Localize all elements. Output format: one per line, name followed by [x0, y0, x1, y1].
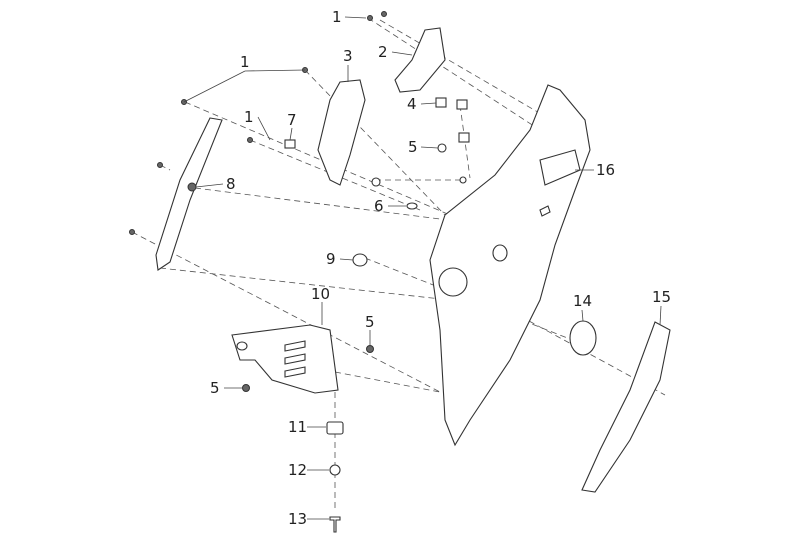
callout-8: 8: [226, 175, 236, 193]
leader-lines: [183, 16, 662, 520]
part-15-side-cover: [581, 321, 671, 493]
callout-7: 7: [287, 111, 297, 129]
part-14-cap: [569, 320, 597, 356]
part-16-lower-cover: [429, 84, 591, 447]
callout-1: 1: [240, 53, 250, 71]
callout-5: 5: [408, 138, 418, 156]
part-3-bracket: [317, 79, 366, 186]
part-8-side-rail: [155, 117, 223, 271]
callout-15: 15: [652, 288, 671, 306]
callout-6: 6: [374, 197, 384, 215]
callout-13: 13: [288, 510, 307, 528]
callout-2: 2: [378, 43, 388, 61]
part-2-mount: [394, 27, 446, 93]
callout-16: 16: [596, 161, 615, 179]
part-10-heat-shield: [231, 324, 339, 394]
callout-5: 5: [365, 313, 375, 331]
callout-labels: 1 2 1 3 4 5 16 1 7 8 6 9 10 14 15 5 5 11…: [210, 8, 671, 528]
assembly-lines: [131, 17, 666, 510]
fasteners: [129, 11, 470, 533]
callout-11: 11: [288, 418, 307, 436]
callout-12: 12: [288, 461, 307, 479]
callout-4: 4: [407, 95, 417, 113]
callout-1: 1: [244, 108, 254, 126]
callout-10: 10: [311, 285, 330, 303]
callout-5: 5: [210, 379, 220, 397]
callout-1: 1: [332, 8, 342, 26]
callout-3: 3: [343, 47, 353, 65]
callout-14: 14: [573, 292, 592, 310]
callout-9: 9: [326, 250, 336, 268]
